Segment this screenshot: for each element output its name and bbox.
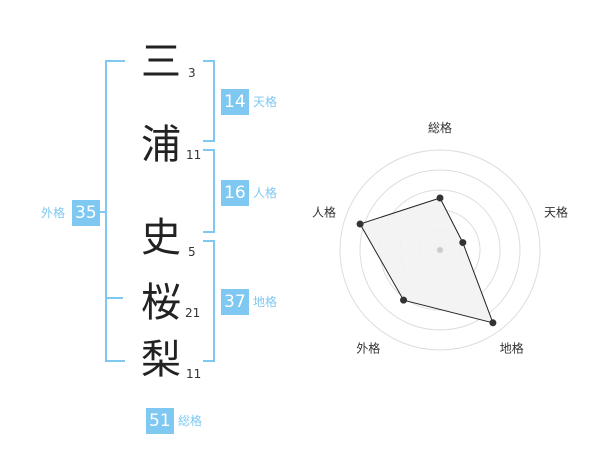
stroke-count-2: 11: [186, 148, 202, 162]
radar-ring-5: [339, 149, 541, 351]
stroke-count-3: 5: [188, 245, 196, 259]
gaikaku-bracket-inner: [105, 297, 123, 299]
stroke-count-4: 21: [185, 306, 201, 320]
name-char-5: 梨: [141, 337, 181, 383]
radar-point-2: [459, 239, 467, 247]
name-char-2: 浦: [141, 122, 181, 168]
tenkaku-label: 天格: [253, 95, 278, 109]
stroke-count-5: 11: [186, 367, 202, 381]
name-char-1: 三: [141, 39, 181, 85]
soukaku-value: 51: [146, 408, 174, 434]
radar-axis-label-2: 天格: [544, 204, 568, 219]
gaikaku-label: 外格: [41, 206, 66, 220]
soukaku-label: 総格: [178, 414, 203, 428]
stroke-count-1: 3: [188, 66, 196, 80]
radar-axis-label-3: 地格: [500, 341, 524, 356]
tenkaku-bracket: [203, 60, 215, 142]
jinkaku-label: 人格: [253, 186, 278, 200]
radar-center-dot: [437, 247, 443, 253]
radar-axis-label-5: 人格: [312, 204, 336, 219]
chikaku-label: 地格: [253, 295, 278, 309]
jinkaku-bracket: [203, 149, 215, 233]
gaikaku-bracket-tick: [96, 211, 106, 213]
gaikaku-bracket: [105, 60, 125, 362]
chikaku-bracket: [203, 240, 215, 362]
radar-point-4: [400, 296, 408, 304]
radar-point-1: [436, 194, 444, 202]
tenkaku-value: 14: [221, 89, 249, 115]
name-char-4: 桜: [141, 280, 181, 326]
radar-ring-4: [359, 169, 521, 331]
jinkaku-value: 16: [221, 180, 249, 206]
radar-point-3: [489, 319, 497, 327]
gaikaku-value: 35: [72, 200, 100, 226]
radar-polygon: [359, 197, 494, 324]
name-char-3: 史: [141, 215, 181, 261]
radar-axis-label-4: 外格: [356, 341, 380, 356]
radar-axis-label-1: 総格: [428, 120, 452, 135]
radar-point-5: [356, 220, 364, 228]
chikaku-value: 37: [221, 289, 249, 315]
